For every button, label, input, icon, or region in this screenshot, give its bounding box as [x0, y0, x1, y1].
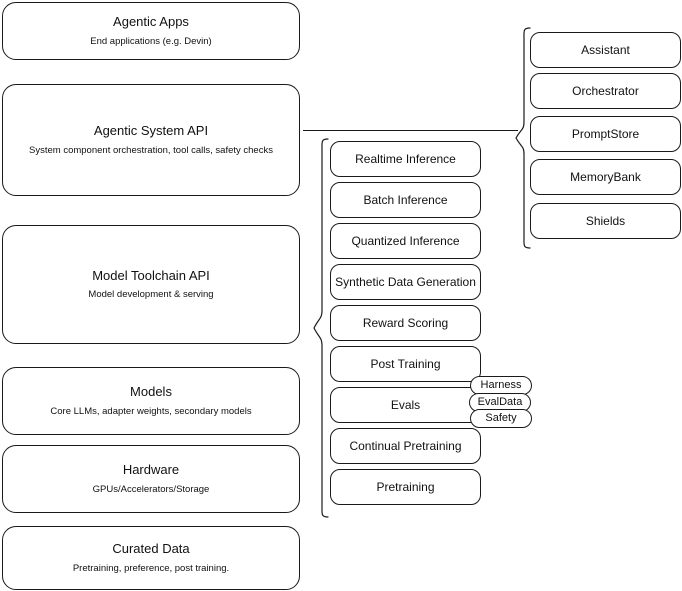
service-label: Pretraining	[376, 479, 435, 494]
service-box-post-training[interactable]: Post Training	[330, 346, 481, 382]
service-box-evals[interactable]: Evals	[330, 387, 481, 423]
layer-box-hardware[interactable]: Hardware GPUs/Accelerators/Storage	[2, 445, 300, 513]
service-label: Evals	[390, 397, 421, 412]
service-box-batch-inference[interactable]: Batch Inference	[330, 182, 481, 218]
layer-title: Curated Data	[112, 541, 190, 557]
component-label: Assistant	[581, 42, 630, 57]
badge-safety[interactable]: Safety	[470, 409, 532, 428]
layer-title: Agentic System API	[93, 123, 209, 139]
component-label: Orchestrator	[572, 83, 639, 98]
layer-subtitle: Core LLMs, adapter weights, secondary mo…	[50, 405, 252, 417]
service-box-pretraining[interactable]: Pretraining	[330, 469, 481, 505]
layer-subtitle: End applications (e.g. Devin)	[90, 35, 212, 47]
service-label: Batch Inference	[363, 192, 448, 207]
layer-box-model-toolchain-api[interactable]: Model Toolchain API Model development & …	[2, 225, 300, 344]
badge-label: Harness	[480, 379, 522, 391]
component-box-assistant[interactable]: Assistant	[530, 32, 681, 68]
connector-agentic-system-api-to-components	[303, 130, 518, 131]
badge-label: EvalData	[477, 396, 523, 408]
service-label: Realtime Inference	[355, 151, 456, 166]
layer-box-agentic-apps[interactable]: Agentic Apps End applications (e.g. Devi…	[2, 2, 300, 60]
layer-title: Agentic Apps	[113, 14, 189, 30]
layer-subtitle: System component orchestration, tool cal…	[29, 144, 273, 156]
layer-subtitle: Model development & serving	[88, 289, 214, 301]
service-label: Reward Scoring	[362, 315, 449, 330]
component-box-orchestrator[interactable]: Orchestrator	[530, 73, 681, 109]
service-box-reward-scoring[interactable]: Reward Scoring	[330, 305, 481, 341]
service-label: Post Training	[370, 356, 441, 371]
component-box-memorybank[interactable]: MemoryBank	[530, 159, 681, 195]
layer-title: Models	[130, 384, 172, 400]
layer-box-models[interactable]: Models Core LLMs, adapter weights, secon…	[2, 367, 300, 435]
component-box-shields[interactable]: Shields	[530, 203, 681, 239]
service-box-realtime-inference[interactable]: Realtime Inference	[330, 141, 481, 177]
brace-system-components	[515, 27, 531, 249]
component-label: MemoryBank	[570, 169, 641, 184]
service-box-quantized-inference[interactable]: Quantized Inference	[330, 223, 481, 259]
layer-title: Hardware	[122, 462, 180, 478]
layer-title: Model Toolchain API	[92, 267, 210, 283]
layer-box-curated-data[interactable]: Curated Data Pretraining, preference, po…	[2, 526, 300, 590]
service-label: Continual Pretraining	[349, 438, 462, 453]
service-box-continual-pretraining[interactable]: Continual Pretraining	[330, 428, 481, 464]
component-label: Shields	[585, 213, 626, 228]
brace-toolchain-services	[313, 138, 329, 518]
layer-box-agentic-system-api[interactable]: Agentic System API System component orch…	[2, 84, 300, 196]
component-box-promptstore[interactable]: PromptStore	[530, 116, 681, 152]
service-label: Synthetic Data Generation	[335, 274, 476, 289]
layer-subtitle: GPUs/Accelerators/Storage	[92, 483, 210, 495]
service-label: Quantized Inference	[351, 233, 460, 248]
badge-label: Safety	[485, 412, 517, 424]
layer-subtitle: Pretraining, preference, post training.	[72, 562, 230, 574]
service-box-synthetic-data-generation[interactable]: Synthetic Data Generation	[330, 264, 481, 300]
component-label: PromptStore	[571, 126, 640, 141]
